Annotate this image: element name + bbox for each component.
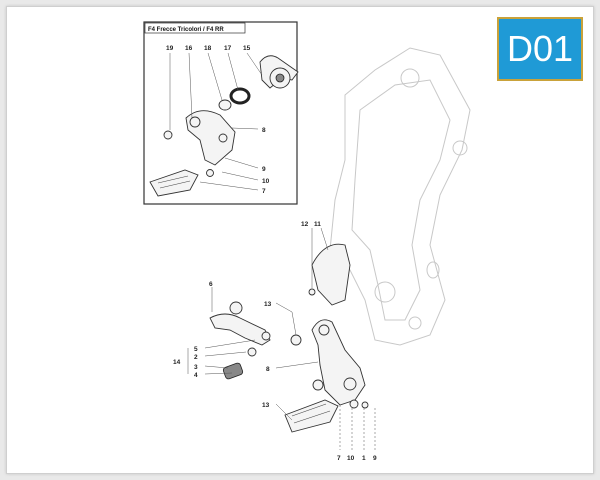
- callout-1: 1: [362, 455, 366, 462]
- shift-rubber-sleeve: [222, 362, 244, 380]
- inset-bracket: [185, 110, 236, 166]
- callout-14: 14: [173, 359, 181, 366]
- callout-6: 6: [209, 281, 213, 288]
- callout-13-upper: 13: [264, 301, 272, 308]
- inset-callout-10: 10: [262, 178, 270, 185]
- gear-shift-lever: [209, 313, 271, 346]
- inset-callout-17: 17: [224, 45, 232, 52]
- footrest-pin: [349, 399, 359, 409]
- callout-2: 2: [194, 354, 198, 361]
- callout-3: 3: [194, 364, 198, 371]
- ghost-frame: [329, 47, 471, 346]
- inset-footrest-grooves: [157, 175, 191, 189]
- bracket-pivot-hole: [318, 324, 330, 336]
- inset-callout-16: 16: [185, 45, 193, 52]
- spacer-bush: [312, 379, 324, 391]
- footrest-grooves: [291, 403, 331, 424]
- inset-title: F4 Frecce Tricolori / F4 RR: [148, 27, 224, 33]
- diagram-code-badge: D01: [497, 17, 583, 81]
- inset-callout-7: 7: [262, 188, 266, 195]
- inset-callout-19: 19: [166, 45, 174, 52]
- lever-end-pin: [261, 331, 271, 341]
- callout-13-lower: 13: [262, 402, 270, 409]
- inset-lever-hub: [275, 73, 285, 83]
- callout-12: 12: [301, 221, 309, 228]
- heel-guard-screw: [308, 288, 316, 296]
- inset-callout-15: 15: [243, 45, 251, 52]
- callout-8: 8: [266, 366, 270, 373]
- heel-guard-plate: [311, 243, 351, 306]
- bracket-lower-hole: [343, 377, 357, 391]
- inset-callout-9: 9: [262, 166, 266, 173]
- inset-callout-18: 18: [204, 45, 212, 52]
- inset-box: F4 Frecce Tricolori / F4 RR 19 16 1: [143, 21, 299, 205]
- lever-pivot-bolt: [247, 347, 257, 357]
- inset-seal-ring: [229, 87, 251, 105]
- inset-bolt: [163, 130, 173, 140]
- bracket-mount-bolt: [290, 334, 302, 346]
- inset-washer: [218, 99, 232, 111]
- inset-spring: [206, 169, 214, 177]
- callout-11: 11: [314, 221, 321, 228]
- callout-5: 5: [194, 346, 198, 353]
- footrest-peg: [284, 399, 339, 433]
- callout-10: 10: [347, 455, 355, 462]
- callout-9: 9: [373, 455, 377, 462]
- inset-callout-8: 8: [262, 127, 266, 134]
- footrest-clip: [361, 401, 369, 409]
- callout-4: 4: [194, 372, 198, 379]
- diagram-frame: [6, 6, 594, 474]
- callout-7: 7: [337, 455, 341, 462]
- lever-boss: [229, 301, 243, 315]
